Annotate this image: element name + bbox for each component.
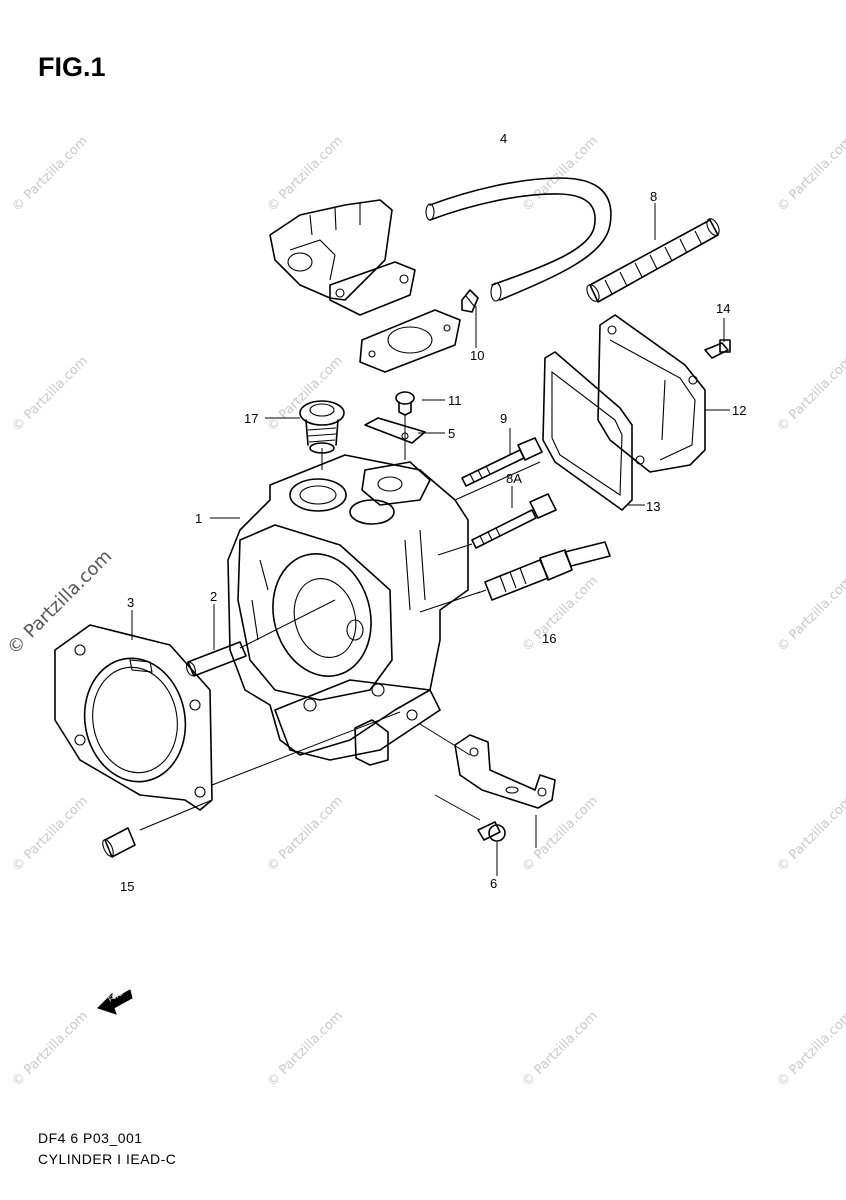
cylinder-head-cover xyxy=(597,314,706,473)
bolt-15 xyxy=(704,339,731,359)
callout-8: 8A xyxy=(506,471,522,486)
head-gasket xyxy=(54,624,213,811)
thermostat-gasket xyxy=(359,309,461,373)
callout-15: 14 xyxy=(716,301,730,316)
thermostat-cover xyxy=(269,199,416,316)
callout-13: 12 xyxy=(732,403,746,418)
callout-17: 17 xyxy=(244,411,258,426)
callout-12: 15 xyxy=(120,879,134,894)
fwd-arrow-icon: FWD xyxy=(97,989,133,1015)
bolt-8 xyxy=(471,493,557,549)
plate-5 xyxy=(364,417,426,444)
callout-9: 10 xyxy=(470,348,484,363)
hose-clip xyxy=(461,289,479,313)
spark-plug xyxy=(477,541,611,601)
callout-4: 4 xyxy=(500,131,507,146)
callout-10: 6 xyxy=(490,876,497,891)
callout-6: 8 xyxy=(650,189,657,204)
screw-11 xyxy=(395,391,415,416)
cover-gasket xyxy=(542,351,633,511)
diagram-code: DF4 6 P03_001 xyxy=(38,1130,143,1146)
callout-3: 3 xyxy=(127,595,134,610)
callout-11: 11 xyxy=(448,393,462,408)
dowel-pin-12 xyxy=(102,827,136,858)
bolt-8a xyxy=(461,437,543,487)
thermostat xyxy=(299,400,345,454)
assembly-lines xyxy=(139,415,541,831)
callout-8a: 9 xyxy=(500,411,507,426)
cylinder-head xyxy=(227,454,469,766)
bolt-10 xyxy=(477,821,506,842)
figure-title: FIG.1 xyxy=(38,52,106,82)
diagram-name: CYLINDER I IEAD-C xyxy=(38,1151,177,1167)
callout-16: 16 xyxy=(542,631,556,646)
callout-1: 1 xyxy=(195,511,202,526)
dowel-pin-2 xyxy=(185,641,247,677)
callout-5: 5 xyxy=(448,426,455,441)
spring-sleeve xyxy=(586,218,720,303)
callout-14: 13 xyxy=(646,499,660,514)
bracket xyxy=(454,734,556,809)
leader-lines xyxy=(131,203,730,876)
water-hose xyxy=(425,177,612,302)
callout-2: 2 xyxy=(210,589,217,604)
